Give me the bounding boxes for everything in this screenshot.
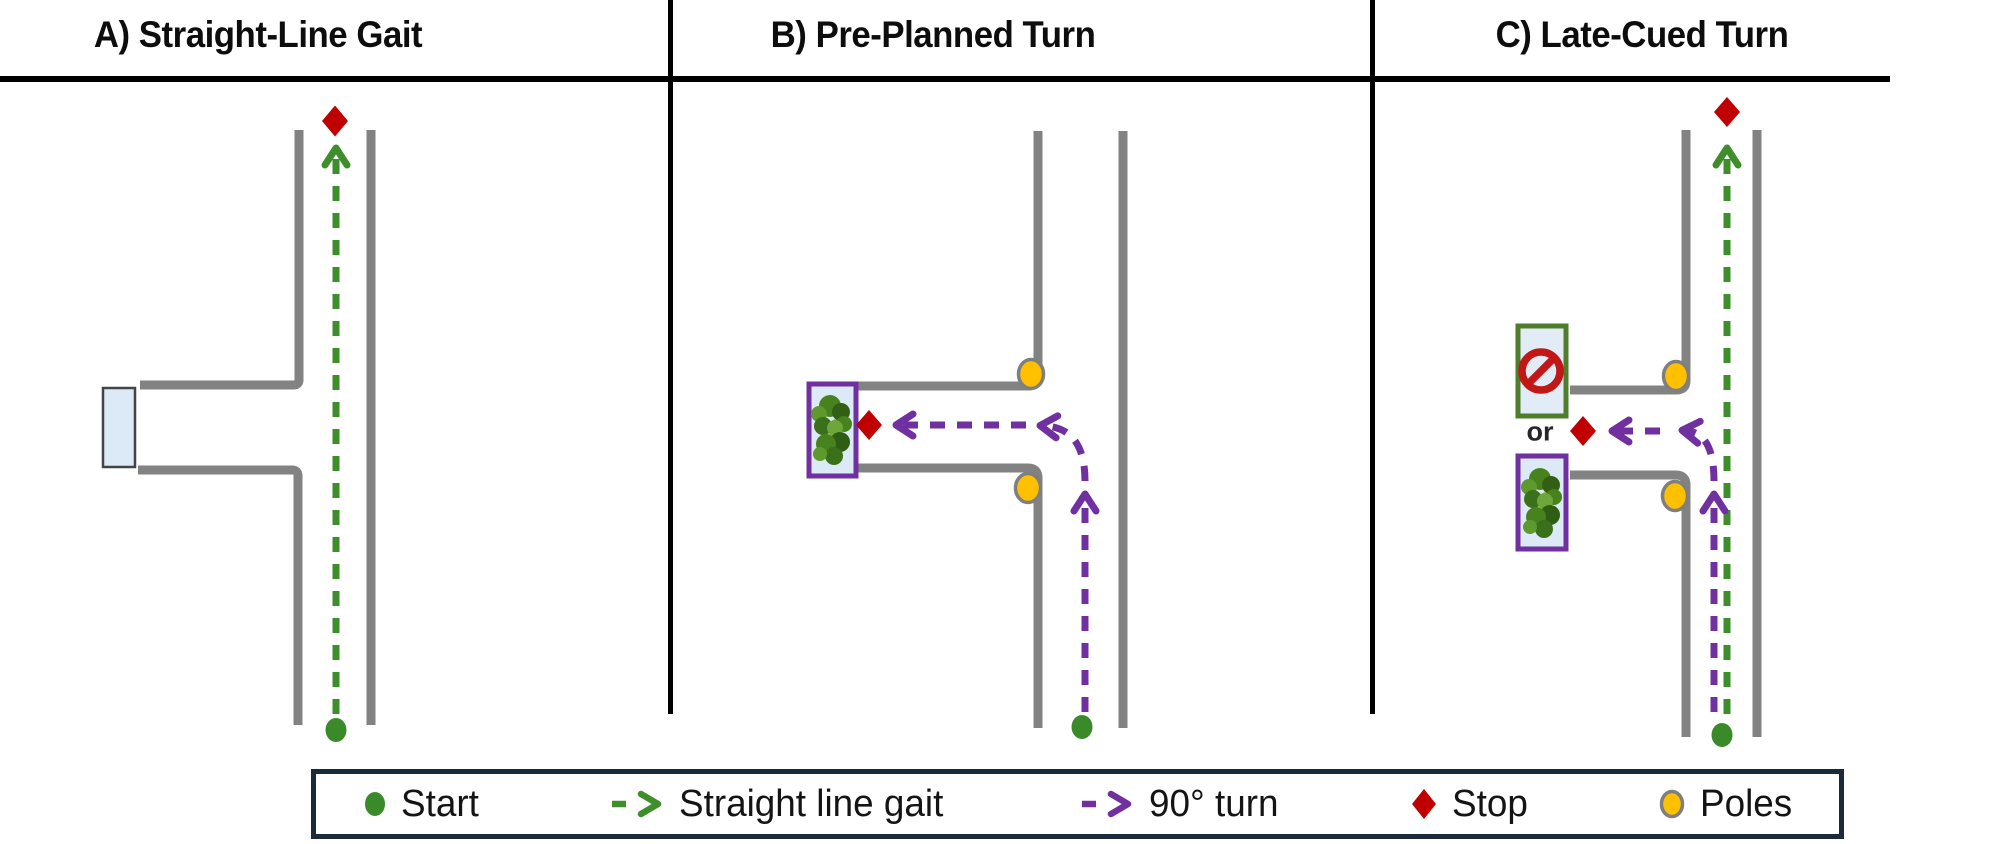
legend-label-stop: Stop — [1452, 782, 1528, 825]
panel-c-title: C) Late-Cued Turn — [1495, 14, 1789, 55]
panel-a-title: A) Straight-Line Gait — [93, 14, 423, 55]
start-dot-b — [1071, 715, 1093, 739]
green-dashed-arrow-icon — [608, 790, 666, 818]
legend-box: Start Straight line gait 90° turn — [311, 769, 1844, 839]
stop-diamond-c-top — [1714, 97, 1740, 127]
turn-path-b-curve — [1036, 412, 1089, 482]
stop-diamond-a — [322, 105, 348, 137]
legend-label-poles: Poles — [1699, 782, 1793, 825]
start-dot-a — [325, 718, 347, 742]
stop-diamond-b — [856, 410, 882, 440]
legend-label-turn: 90° turn — [1149, 782, 1279, 825]
purple-dashed-arrow-icon — [1078, 790, 1136, 818]
header-rule — [0, 76, 1890, 82]
legend-label-straight-gait: Straight line gait — [678, 782, 944, 825]
stop-diamond-c-left — [1570, 416, 1596, 446]
wall-a-left-upper — [140, 130, 304, 390]
pole-c-lower — [1660, 479, 1690, 513]
panel-divider-ab — [668, 0, 673, 714]
start-dot-c — [1711, 723, 1733, 747]
or-label: or — [1526, 416, 1554, 447]
legend-item-poles: Poles — [1657, 783, 1795, 826]
legend-item-start: Start — [362, 783, 481, 826]
wall-b-left-upper — [856, 131, 1043, 391]
wall-c-left-lower — [1570, 470, 1691, 737]
pole-c-upper — [1661, 359, 1691, 393]
pole-b-lower — [1013, 471, 1043, 505]
wall-c-left-upper — [1570, 130, 1691, 395]
panel-divider-bc — [1370, 0, 1375, 714]
goal-box-a — [101, 386, 137, 469]
legend-item-turn: 90° turn — [1078, 783, 1283, 826]
stop-diamond-icon — [1409, 786, 1439, 822]
legend-item-stop: Stop — [1409, 783, 1530, 826]
panel-a-straight-line-gait — [101, 105, 376, 742]
legend-item-straight-gait: Straight line gait — [608, 783, 952, 826]
panel-b-title: B) Pre-Planned Turn — [770, 14, 1096, 55]
legend-label-start: Start — [401, 782, 479, 825]
panel-c-late-cued-turn — [1515, 97, 1762, 747]
start-dot-icon — [362, 790, 388, 818]
wall-a-left-lower — [138, 465, 303, 725]
wall-b-left-lower — [856, 463, 1043, 728]
pole-circle-icon — [1657, 788, 1687, 820]
turn-path-c-curve — [1678, 417, 1718, 482]
pole-b-upper — [1016, 357, 1046, 391]
panel-b-pre-planned-turn — [806, 131, 1128, 739]
